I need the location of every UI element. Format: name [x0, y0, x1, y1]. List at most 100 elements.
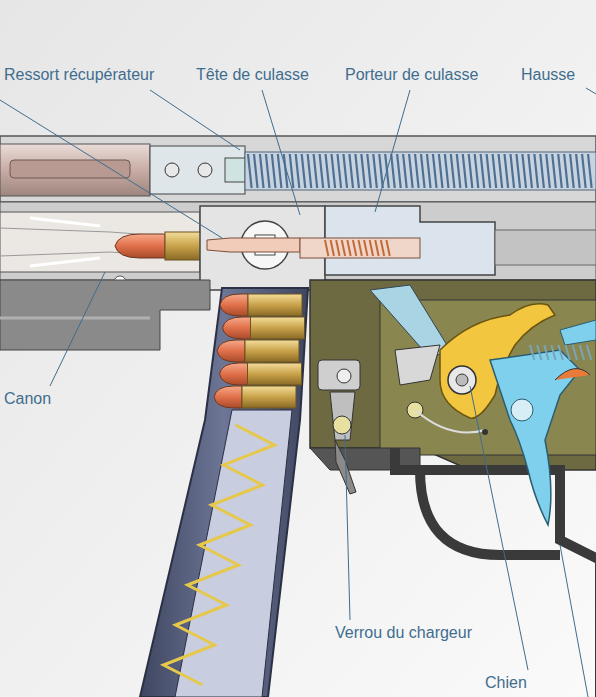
- part-label: Tête de culasse: [196, 66, 309, 84]
- coil: [433, 154, 437, 188]
- coil: [463, 154, 467, 188]
- coil: [367, 154, 371, 188]
- coil: [272, 154, 276, 188]
- trigger-spring: [530, 345, 591, 360]
- firing-pin-spring: [325, 240, 390, 256]
- coil: [540, 154, 544, 188]
- coil: [544, 345, 548, 360]
- magazine-cartridges: [214, 294, 305, 408]
- coil: [403, 154, 407, 188]
- coil: [546, 154, 550, 188]
- coil: [537, 345, 541, 360]
- coil: [451, 154, 455, 188]
- coil: [493, 154, 497, 188]
- coil: [580, 345, 584, 360]
- coil: [505, 154, 509, 188]
- recoil-spring: [248, 154, 592, 188]
- coil: [551, 345, 555, 360]
- trigger-guard: [395, 448, 596, 697]
- cocking-slot: [10, 160, 130, 178]
- magazine-catch: [318, 360, 360, 390]
- coil: [530, 345, 534, 360]
- coil: [566, 345, 570, 360]
- coil: [332, 154, 336, 188]
- coil: [325, 240, 328, 256]
- coil: [349, 154, 353, 188]
- coil: [381, 240, 384, 256]
- magazine-spring: [164, 425, 275, 685]
- coil: [588, 154, 592, 188]
- coil: [481, 154, 485, 188]
- coil: [587, 345, 591, 360]
- coil: [361, 154, 365, 188]
- part-label: Chien: [485, 674, 527, 692]
- coil: [278, 154, 282, 188]
- coil: [353, 240, 356, 256]
- coil: [373, 154, 377, 188]
- part-label: Hausse: [521, 66, 575, 84]
- part-label: Canon: [4, 390, 51, 408]
- coil: [516, 154, 520, 188]
- coil: [409, 154, 413, 188]
- coil: [342, 240, 345, 256]
- leader-lines: [0, 88, 596, 697]
- cartridge: [220, 363, 302, 385]
- coil: [355, 154, 359, 188]
- coil: [558, 154, 562, 188]
- coil: [522, 154, 526, 188]
- coil: [260, 154, 264, 188]
- coil: [336, 240, 339, 256]
- coil: [370, 240, 373, 256]
- coil: [564, 154, 568, 188]
- cocking-tube: [0, 144, 150, 196]
- coil: [528, 154, 532, 188]
- part-label: Porteur de culasse: [345, 66, 478, 84]
- coil: [439, 154, 443, 188]
- cartridge: [223, 317, 305, 339]
- coil: [469, 154, 473, 188]
- coil: [331, 240, 334, 256]
- coil: [302, 154, 306, 188]
- cartridge: [214, 386, 296, 408]
- coil: [397, 154, 401, 188]
- coil: [386, 240, 389, 256]
- coil: [364, 240, 367, 256]
- spring-guide-block: [150, 146, 245, 194]
- part-label: Verrou du chargeur: [335, 624, 472, 642]
- bullet: [115, 234, 165, 258]
- coil: [573, 345, 577, 360]
- lower-receiver: [0, 280, 210, 350]
- coil: [308, 154, 312, 188]
- cartridge: [217, 340, 299, 362]
- coil: [510, 154, 514, 188]
- magazine: [140, 288, 308, 697]
- coil: [475, 154, 479, 188]
- coil: [457, 154, 461, 188]
- coil: [254, 154, 258, 188]
- coil: [427, 154, 431, 188]
- coil: [337, 154, 341, 188]
- coil: [326, 154, 330, 188]
- upper-housing: [0, 136, 596, 202]
- recoil-spring-body: [245, 152, 596, 190]
- coil: [391, 154, 395, 188]
- coil: [421, 154, 425, 188]
- coil: [296, 154, 300, 188]
- coil: [164, 425, 275, 685]
- coil: [379, 154, 383, 188]
- coil: [499, 154, 503, 188]
- coil: [582, 154, 586, 188]
- coil: [320, 154, 324, 188]
- coil: [248, 154, 252, 188]
- coil: [314, 154, 318, 188]
- coil: [415, 154, 419, 188]
- coil: [445, 154, 449, 188]
- coil: [552, 154, 556, 188]
- coil: [558, 345, 562, 360]
- coil: [343, 154, 347, 188]
- cartridge: [220, 294, 302, 316]
- firing-pin: [207, 238, 300, 252]
- coil: [570, 154, 574, 188]
